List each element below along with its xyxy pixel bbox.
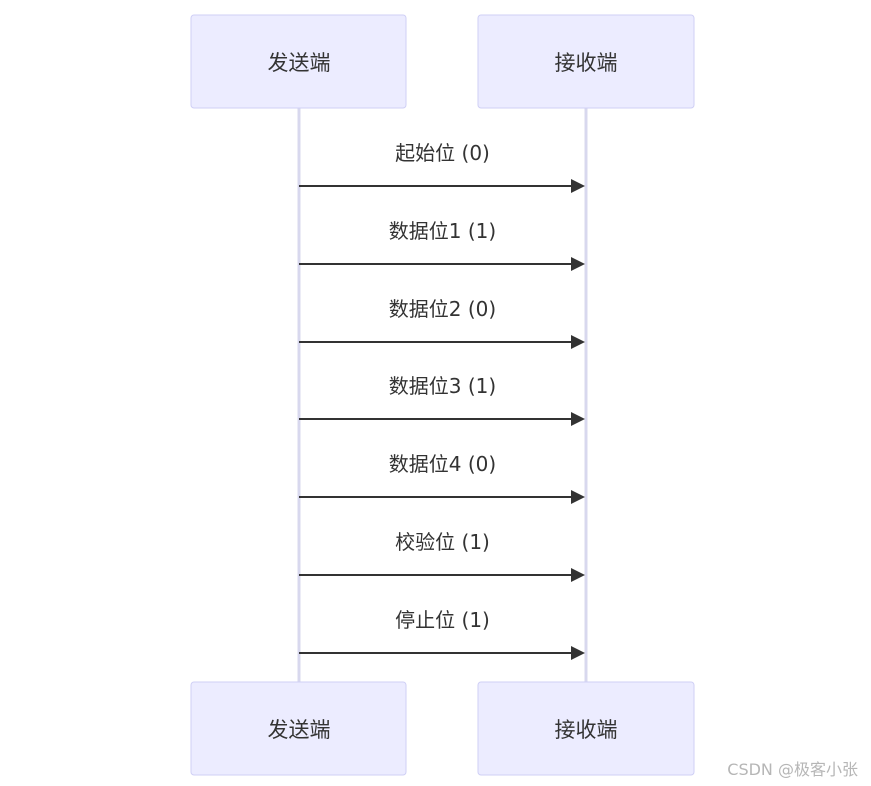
watermark: CSDN @极客小张 xyxy=(727,760,858,779)
receiver-actor-top: 接收端 xyxy=(477,14,695,109)
receiver-actor-top-label: 接收端 xyxy=(555,51,618,75)
message: 数据位1 (1) xyxy=(299,219,585,271)
arrowhead-icon xyxy=(571,490,585,504)
message-label: 校验位 (1) xyxy=(395,530,490,554)
message: 数据位4 (0) xyxy=(299,452,585,504)
sender-actor-bottom: 发送端 xyxy=(190,681,407,776)
receiver-actor-bottom-label: 接收端 xyxy=(555,718,618,742)
message-label: 停止位 (1) xyxy=(395,608,490,632)
arrowhead-icon xyxy=(571,568,585,582)
message: 起始位 (0) xyxy=(299,141,585,193)
message-label: 起始位 (0) xyxy=(395,141,490,165)
sender-actor-bottom-label: 发送端 xyxy=(268,718,331,742)
message-label: 数据位2 (0) xyxy=(389,297,496,321)
message: 校验位 (1) xyxy=(299,530,585,582)
receiver-actor-bottom: 接收端 xyxy=(477,681,695,776)
message-label: 数据位3 (1) xyxy=(389,374,496,398)
message-label: 数据位4 (0) xyxy=(389,452,496,476)
arrowhead-icon xyxy=(571,646,585,660)
arrowhead-icon xyxy=(571,257,585,271)
message: 数据位2 (0) xyxy=(299,297,585,349)
message-list: 起始位 (0) 数据位1 (1) 数据位2 (0) 数据位3 (1) 数据位4 (0) 校… xyxy=(299,141,585,660)
message: 停止位 (1) xyxy=(299,608,585,660)
message-label: 数据位1 (1) xyxy=(389,219,496,243)
message: 数据位3 (1) xyxy=(299,374,585,426)
arrowhead-icon xyxy=(571,412,585,426)
sender-actor-top: 发送端 xyxy=(190,14,407,109)
arrowhead-icon xyxy=(571,179,585,193)
arrowhead-icon xyxy=(571,335,585,349)
sender-actor-top-label: 发送端 xyxy=(268,51,331,75)
